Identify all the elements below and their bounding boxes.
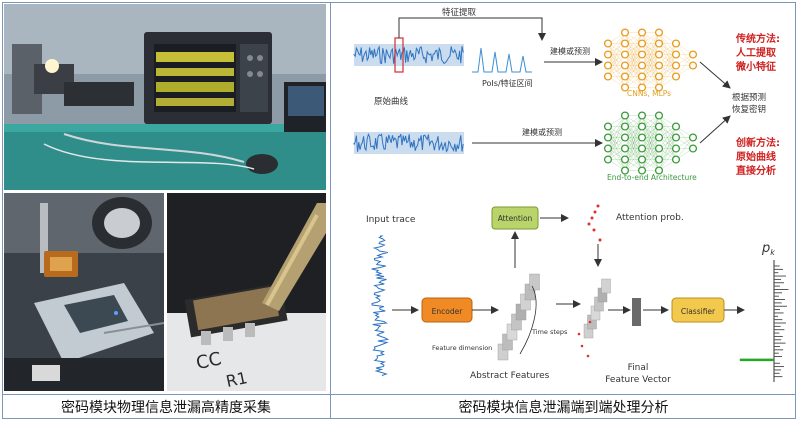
modeling-label-top: 建模或预测 xyxy=(550,46,590,56)
innovative-line2: 原始曲线 xyxy=(736,150,776,163)
figure-frame xyxy=(2,2,796,419)
probe-chip-closeup-photo: CC R1 xyxy=(167,193,326,391)
final-label-line2: Feature Vector xyxy=(605,375,671,385)
classifier-label: Classifier xyxy=(681,307,716,316)
final-label-line1: Final xyxy=(628,363,649,373)
pois-label: PoIs/特征区间 xyxy=(482,78,533,88)
recover-key-line2: 恢复密钥 xyxy=(732,104,766,115)
caption-right: 密码模块信息泄漏端到端处理分析 xyxy=(458,400,669,416)
attention-prob-label: Attention prob. xyxy=(616,213,684,223)
encoder-label: Encoder xyxy=(432,307,464,316)
end-to-end-label: End-to-end Architecture xyxy=(607,173,697,182)
attention-prob-dots xyxy=(587,204,602,242)
traditional-line1: 传统方法: xyxy=(735,32,780,45)
abstract-feature-blocks xyxy=(497,273,540,361)
feature-extraction-bracket xyxy=(398,17,546,41)
time-steps-label: Time steps xyxy=(531,328,568,336)
caption-left: 密码模块物理信息泄漏高精度采集 xyxy=(61,400,271,416)
final-feature-vector-block xyxy=(632,298,641,326)
arrow-to-key-top xyxy=(699,61,731,89)
feature-extraction-label: 特征提取 xyxy=(442,7,477,18)
pk-label: pk xyxy=(761,241,775,257)
innovative-line1: 创新方法: xyxy=(735,136,780,149)
probability-bars xyxy=(739,265,789,378)
horizontal-divider xyxy=(2,394,796,395)
input-trace-label: Input trace xyxy=(366,215,416,225)
feature-brace xyxy=(519,285,537,355)
attention-label: Attention xyxy=(498,214,533,223)
svg-text:CC: CC xyxy=(194,348,223,374)
raw-trace-bottom xyxy=(353,132,464,154)
svg-text:R1: R1 xyxy=(224,368,249,391)
traditional-line3: 微小特征 xyxy=(735,60,776,73)
recover-key-line1: 根据预测 xyxy=(732,92,766,103)
cnn-mlp-label: CNNs, MLPs xyxy=(627,89,671,98)
attention-box xyxy=(491,206,539,230)
poi-peaks xyxy=(472,47,532,73)
end-to-end-network xyxy=(603,111,698,175)
analysis-diagram: 特征提取 原始曲线 PoIs/特征区间 建模或预测 CNNs, MLPs 建模或… xyxy=(353,7,789,385)
arrow-to-key-bottom xyxy=(699,115,731,144)
abstract-features-label: Abstract Features xyxy=(470,371,550,381)
modeling-label-bottom: 建模或预测 xyxy=(522,127,562,137)
traditional-line2: 人工提取 xyxy=(736,46,777,59)
vertical-divider xyxy=(330,2,331,419)
probe-station-photo xyxy=(4,193,164,391)
input-trace-wave xyxy=(371,235,390,376)
weighted-feature-blocks xyxy=(577,278,611,358)
cnn-mlp-network xyxy=(603,28,698,92)
innovative-line3: 直接分析 xyxy=(736,164,776,177)
raw-curve-label: 原始曲线 xyxy=(374,96,409,107)
raw-trace-top xyxy=(353,44,464,66)
lab-setup-photo xyxy=(4,4,326,190)
feature-dimension-label: Feature dimension xyxy=(432,344,492,352)
